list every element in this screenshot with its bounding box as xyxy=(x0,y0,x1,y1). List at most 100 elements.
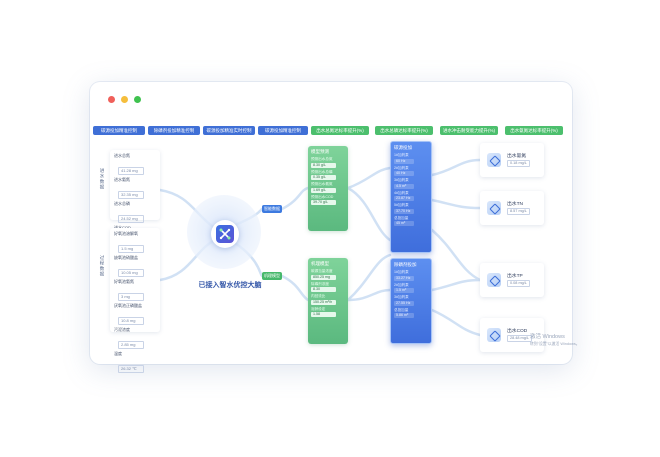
close-icon[interactable] xyxy=(108,96,115,103)
tab-carbon-control[interactable]: 碳源投加精准控制 xyxy=(258,126,308,135)
panel-title: 碳源投加 xyxy=(394,145,412,150)
list-item-value: 8.30 g/L xyxy=(311,162,336,168)
window-controls xyxy=(108,96,141,103)
carbon-dosing-panel: 碳源投加 1#加药泵 60 Hz 2#加药泵 40 Hz 3#加药泵 4.5 m… xyxy=(390,141,432,253)
list-item-value: 41.28 mg xyxy=(118,167,144,175)
list-item-value: 32.35 mg xyxy=(118,191,144,199)
tab-carbon-realtime[interactable]: 碳源投加精准实时控制 xyxy=(203,126,255,135)
panel-title: 机理模型 xyxy=(311,261,329,266)
list-item-value: 27.55 Hz xyxy=(394,300,414,306)
hub-title: 已接入智水优控大脑 xyxy=(198,282,262,289)
list-item-value: 3 mg xyxy=(118,293,144,301)
list-item-value: 33.27 Hz xyxy=(394,275,414,281)
list-item-value: 24.52 mg xyxy=(118,215,144,223)
output-title: 出水氨氮 xyxy=(507,154,527,159)
minimize-icon[interactable] xyxy=(121,96,128,103)
list-item-value: 850.25 mg xyxy=(311,274,336,280)
water-quality-icon xyxy=(487,201,501,215)
tab-ammonia-rate[interactable]: 出水氨氮达标率提升(%) xyxy=(505,126,563,135)
mechanism-model-panel: 机理模型 碳源当量浓度 850.25 mg 除磷剂浓度 8.30 内回流比 15… xyxy=(308,258,348,344)
list-item-label: 进水总磷 xyxy=(114,201,130,206)
list-item-value: 1.5 mg xyxy=(118,245,144,253)
list-item-label: 预测出水COD xyxy=(311,194,334,199)
watermark-line-1: 激活 Windows xyxy=(530,334,565,340)
maximize-icon[interactable] xyxy=(134,96,141,103)
list-item-value: 60 Hz xyxy=(394,158,414,164)
list-item-label: 2#加药泵 xyxy=(394,165,409,170)
ai-brain-logo-icon[interactable] xyxy=(216,225,234,243)
list-item-label: 1#加药泵 xyxy=(394,270,409,274)
list-item-value: 10.05 mg xyxy=(118,269,144,277)
list-item-value: 45 m³ xyxy=(394,221,414,226)
watermark-line-2: 转到"设置"以激活 Windows。 xyxy=(530,341,580,346)
output-value: 0.08 mg/L xyxy=(507,280,530,287)
list-item-label: 碳源当量浓度 xyxy=(311,269,333,273)
list-item-label: 好氧池溶解氧 xyxy=(114,231,138,236)
water-quality-icon xyxy=(487,328,501,342)
output-card-tp[interactable]: 出水TP 0.08 mg/L xyxy=(480,263,544,297)
list-item-label: 3#加药泵 xyxy=(394,295,409,299)
process-data-panel: 好氧池溶解氧 1.5 mg 缺氧池硝酸盐 10.05 mg 好氧池氨氮 3 mg… xyxy=(110,228,160,373)
list-item-value: 4.5 m³ xyxy=(394,183,414,189)
list-item-label: 总投加量 xyxy=(394,307,409,312)
list-item-value: 0.35 g/L xyxy=(311,175,336,180)
panel-title: 除磷剂投加 xyxy=(394,262,417,267)
list-item-value: 8.30 xyxy=(311,287,336,292)
list-item-label: 好氧池氨氮 xyxy=(114,279,134,284)
tab-phosphorus-dosing[interactable]: 除磷剂投加精准控制 xyxy=(148,126,200,135)
list-item-value: 26.32 ℃ xyxy=(118,365,144,373)
list-item-value: 1.58 xyxy=(311,312,336,317)
list-item-value: 37.70 Hz xyxy=(394,208,414,214)
list-item-label: 进水COD xyxy=(114,225,156,231)
tab-shock-tolerance[interactable]: 进水冲击耐受能力提升(%) xyxy=(440,126,498,135)
list-item-value: 1.5 m³ xyxy=(394,288,414,293)
list-item-label: 预测出水总氮 xyxy=(311,157,333,161)
tag-mechanism-model[interactable]: 机理模型 xyxy=(262,272,282,280)
list-item-label: 进水总氮 xyxy=(114,153,130,158)
activation-watermark: 激活 Windows 转到"设置"以激活 Windows。 xyxy=(530,334,580,347)
list-item-value: 40 Hz xyxy=(394,171,414,176)
output-card-tn[interactable]: 出水TN 8.57 mg/L xyxy=(480,191,544,225)
list-item-label: 5#加药泵 xyxy=(394,203,409,207)
output-title: 出水TN xyxy=(507,202,523,207)
tab-tn-rate[interactable]: 出水总氮达标率提升(%) xyxy=(311,126,369,135)
water-quality-icon xyxy=(487,273,501,287)
output-value: 0.18 mg/L xyxy=(507,160,530,167)
list-item-label: 除磷剂浓度 xyxy=(311,281,329,286)
output-card-ammonia[interactable]: 出水氨氮 0.18 mg/L xyxy=(480,143,544,177)
list-item-label: 内回流比 xyxy=(311,294,326,298)
output-title: 出水COD xyxy=(507,329,528,334)
tab-carbon-dosing[interactable]: 碳源投加精准控制 xyxy=(93,126,145,135)
list-item-label: 厌氧池正磷酸盐 xyxy=(114,303,142,308)
output-value: 8.57 mg/L xyxy=(507,208,530,215)
output-card-cod[interactable]: 出水COD 28.48 mg/L xyxy=(480,318,544,352)
tab-tp-rate[interactable]: 出水总磷达标率提升(%) xyxy=(375,126,433,135)
list-item-label: 温度 xyxy=(114,351,122,356)
list-item-value: 39.70 g/L xyxy=(311,200,336,205)
list-item-label: 进水氨氮 xyxy=(114,177,130,182)
list-item-label: 3#加药泵 xyxy=(394,178,409,182)
list-item-label: 预测出水氨氮 xyxy=(311,182,333,186)
output-value: 28.48 mg/L xyxy=(507,335,532,342)
list-item-label: 1#加药泵 xyxy=(394,153,409,157)
group-label-process: 过程数据 xyxy=(100,255,105,277)
phosphorus-dosing-panel: 除磷剂投加 1#加药泵 33.27 Hz 2#加药泵 1.5 m³ 3#加药泵 … xyxy=(390,258,432,344)
inflow-data-panel: 进水总氮 41.28 mg 进水氨氮 32.35 mg 进水总磷 24.52 m… xyxy=(110,150,160,247)
list-item-label: 缺氧池硝酸盐 xyxy=(114,255,138,260)
list-item-label: 2#加药泵 xyxy=(394,282,409,287)
list-item-value: 2.85 mg xyxy=(118,341,144,349)
list-item-label: 泥龄设定 xyxy=(311,306,326,311)
tag-smart-data[interactable]: 智能数据 xyxy=(262,205,282,213)
list-item-value: 150.25 m³/h xyxy=(311,299,336,305)
list-item-value: 1.69 g/L xyxy=(311,187,336,193)
panel-title: 模型预测 xyxy=(311,149,329,154)
list-item-value: 23.87 Hz xyxy=(394,196,414,201)
list-item-value: 10.8 mg xyxy=(118,317,144,325)
list-item-value: 5.86 m³ xyxy=(394,313,414,318)
group-label-inflow: 进水数据 xyxy=(100,168,105,190)
list-item-label: 4#加药泵 xyxy=(394,190,409,195)
list-item-label: 总投加量 xyxy=(394,215,409,220)
water-quality-icon xyxy=(487,153,501,167)
model-prediction-panel: 模型预测 预测出水总氮 8.30 g/L 预测出水总磷 0.35 g/L 预测出… xyxy=(308,146,348,231)
output-title: 出水TP xyxy=(507,274,523,279)
